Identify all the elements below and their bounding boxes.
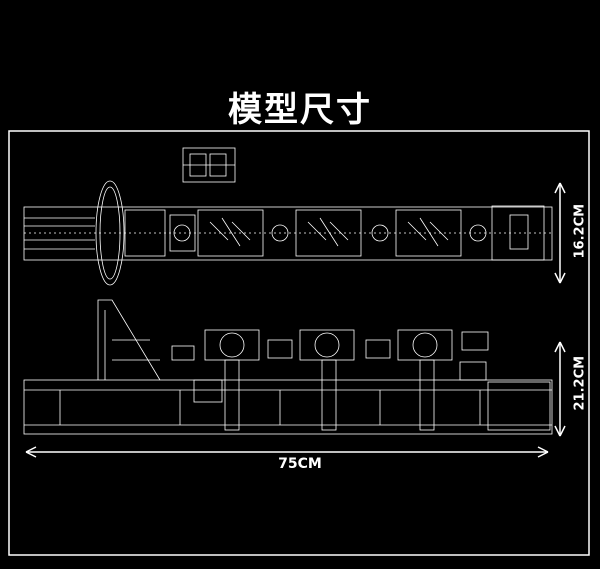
width-dimension-line <box>25 446 549 458</box>
top-height-dimension-line <box>554 182 566 284</box>
drawing-frame <box>8 130 590 556</box>
width-label: 75CM <box>278 456 322 472</box>
side-view <box>23 299 553 435</box>
top-view <box>23 180 553 286</box>
side-view-height-label: 21.2CM <box>572 355 588 411</box>
page-title: 模型尺寸 <box>228 90 372 130</box>
loose-part <box>182 147 236 183</box>
top-view-height-label: 16.2CM <box>572 203 588 259</box>
side-height-dimension-line <box>554 341 566 437</box>
